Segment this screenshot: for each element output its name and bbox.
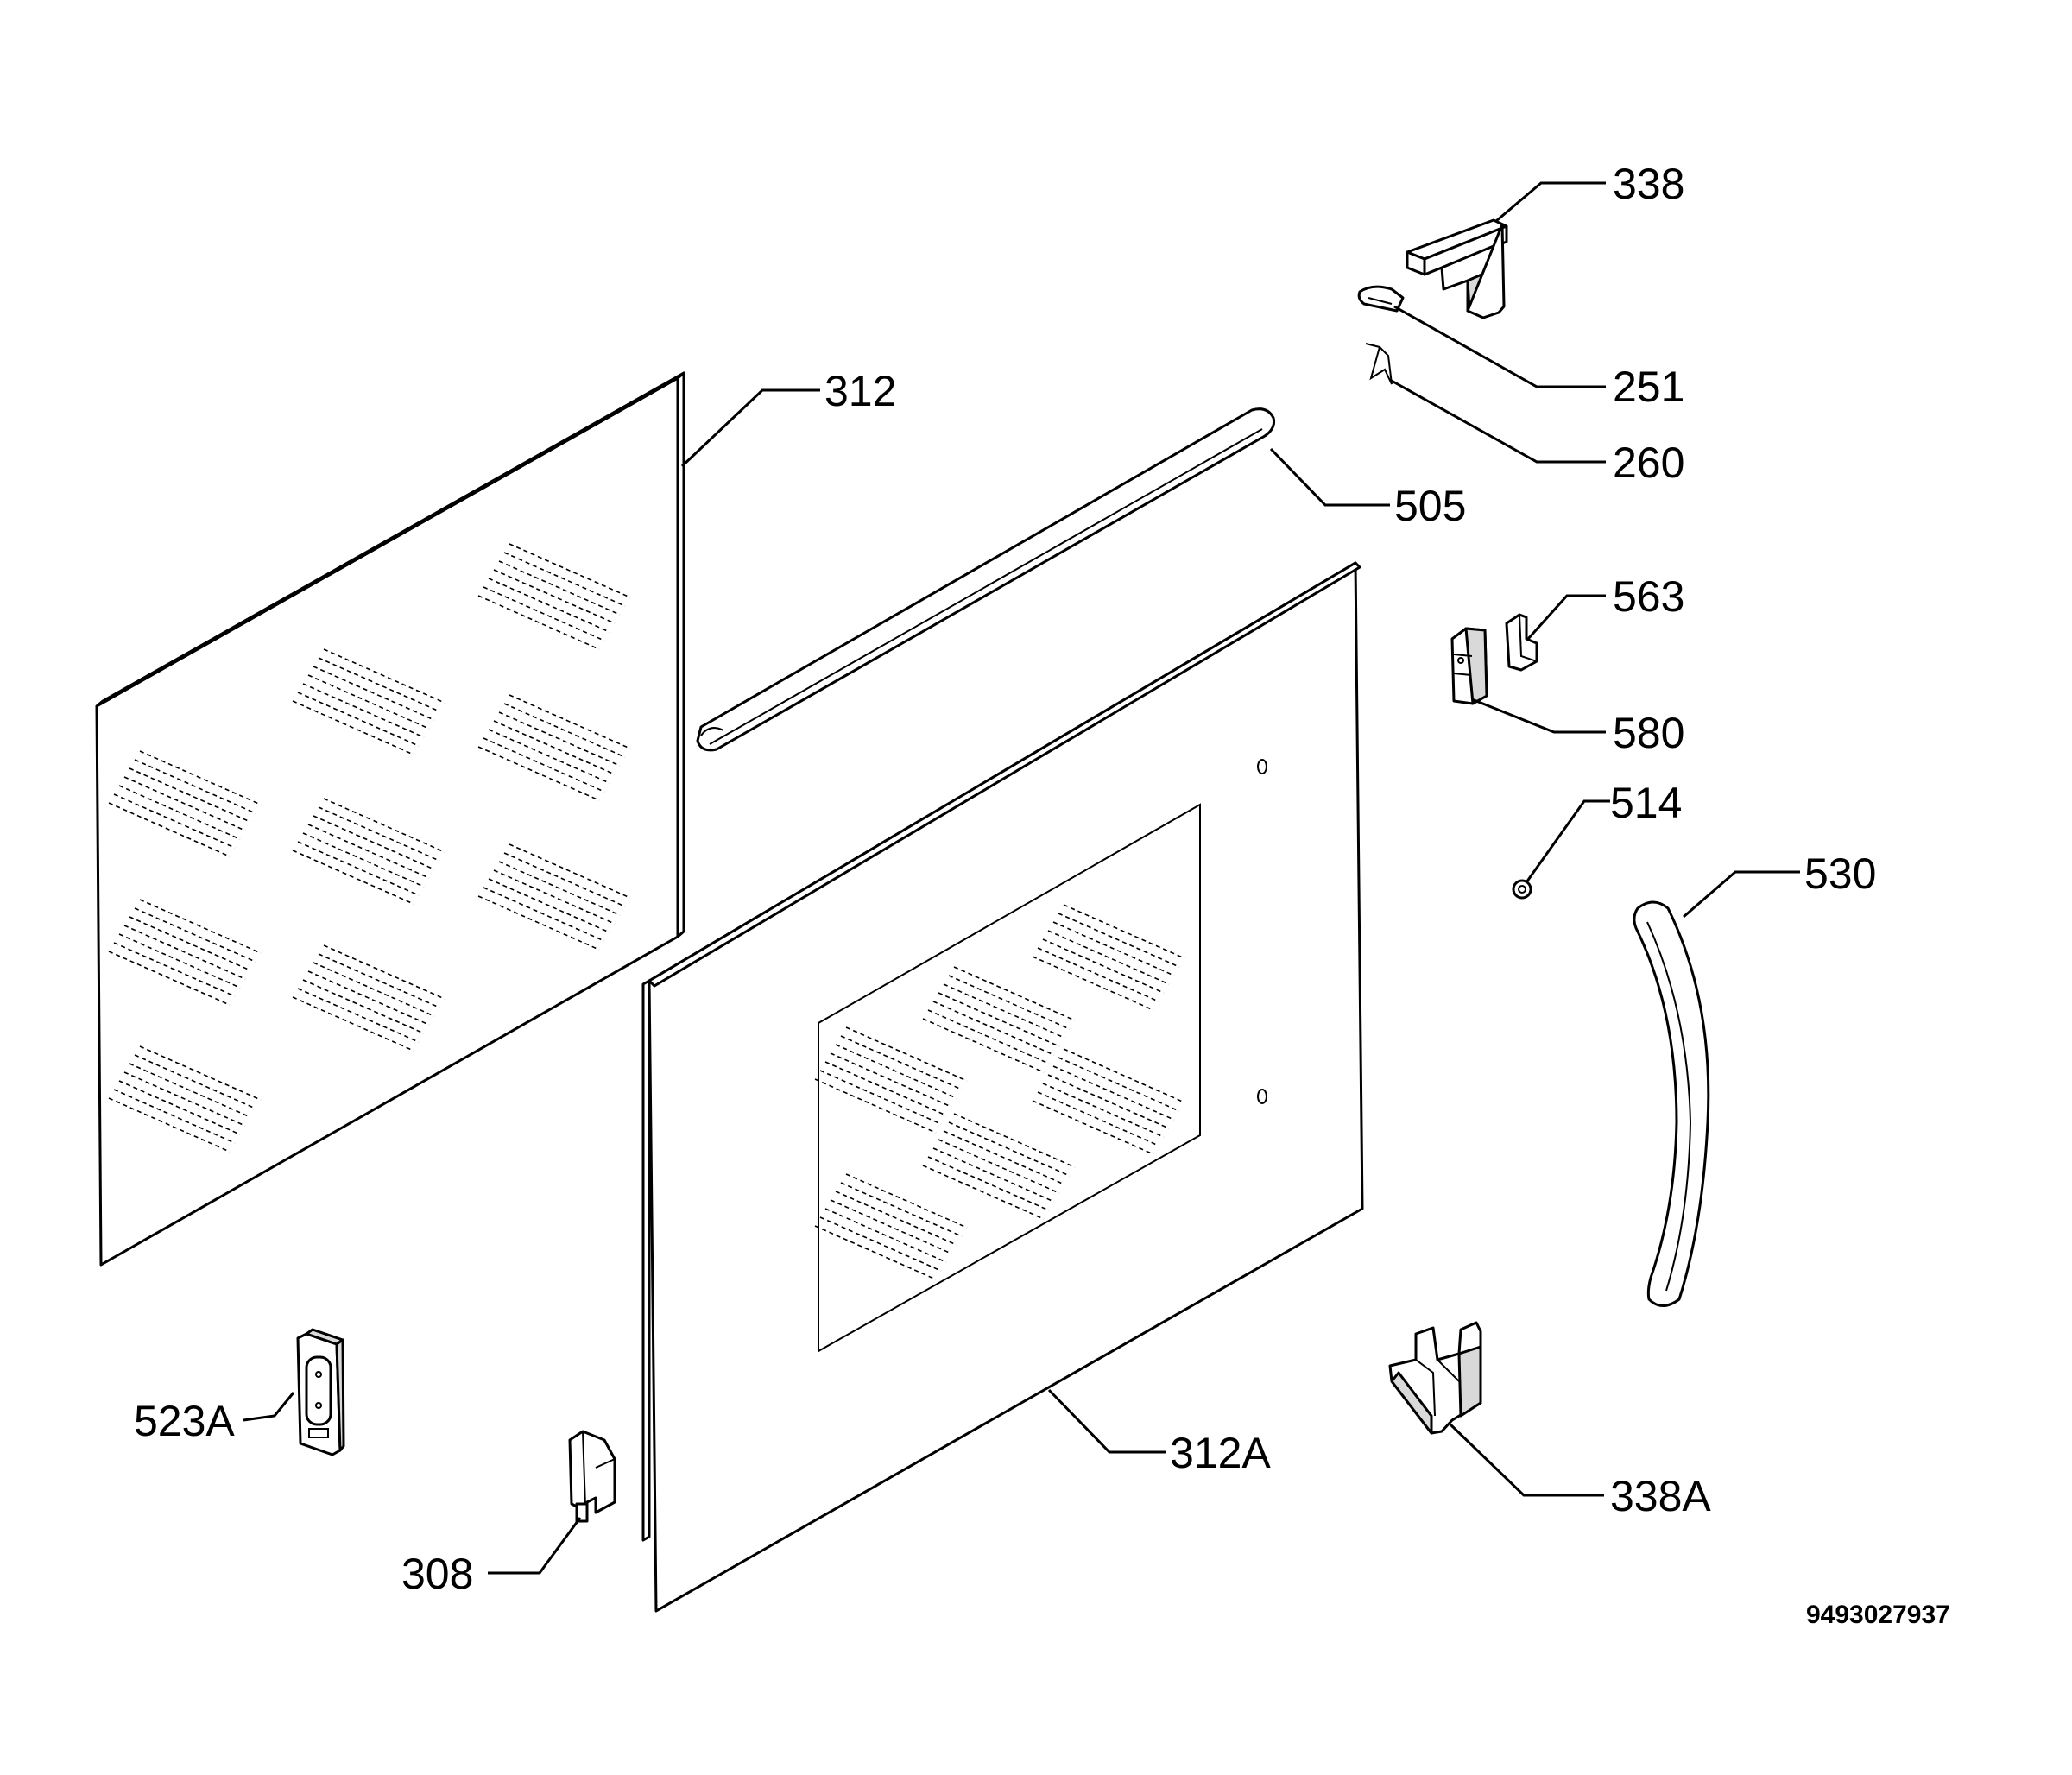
label-514: 514	[1610, 779, 1682, 827]
label-312: 312	[824, 367, 896, 415]
screw-514	[1512, 879, 1532, 900]
spring-260	[1365, 343, 1393, 385]
switch-523A	[296, 1328, 345, 1456]
label-563: 563	[1613, 572, 1684, 621]
end-cap-338A	[1388, 1321, 1482, 1435]
label-530: 530	[1804, 850, 1876, 898]
label-260: 260	[1613, 439, 1684, 487]
label-251: 251	[1613, 363, 1684, 411]
part-labels: 338 251 260 312 505 563 580 514 530 523A…	[134, 160, 1950, 1629]
bracket-563	[1505, 613, 1538, 672]
label-338: 338	[1613, 160, 1684, 208]
top-trim-505	[696, 407, 1275, 752]
drawing-code: 9493027937	[1806, 1601, 1950, 1629]
label-523A: 523A	[134, 1397, 235, 1445]
label-338A: 338A	[1610, 1472, 1711, 1520]
label-312A: 312A	[1170, 1429, 1271, 1477]
label-308: 308	[401, 1550, 473, 1598]
leader-lines	[243, 181, 1800, 1575]
hinge-clip-308	[568, 1430, 616, 1523]
door-glass-312A	[641, 561, 1364, 1613]
hinge-block-580	[1450, 627, 1488, 705]
door-handle-530	[1633, 900, 1710, 1307]
end-cap-338	[1406, 218, 1508, 319]
glass-panel-312	[95, 371, 685, 1267]
label-580: 580	[1613, 709, 1684, 757]
label-505: 505	[1394, 482, 1466, 530]
clip-251	[1357, 285, 1405, 313]
